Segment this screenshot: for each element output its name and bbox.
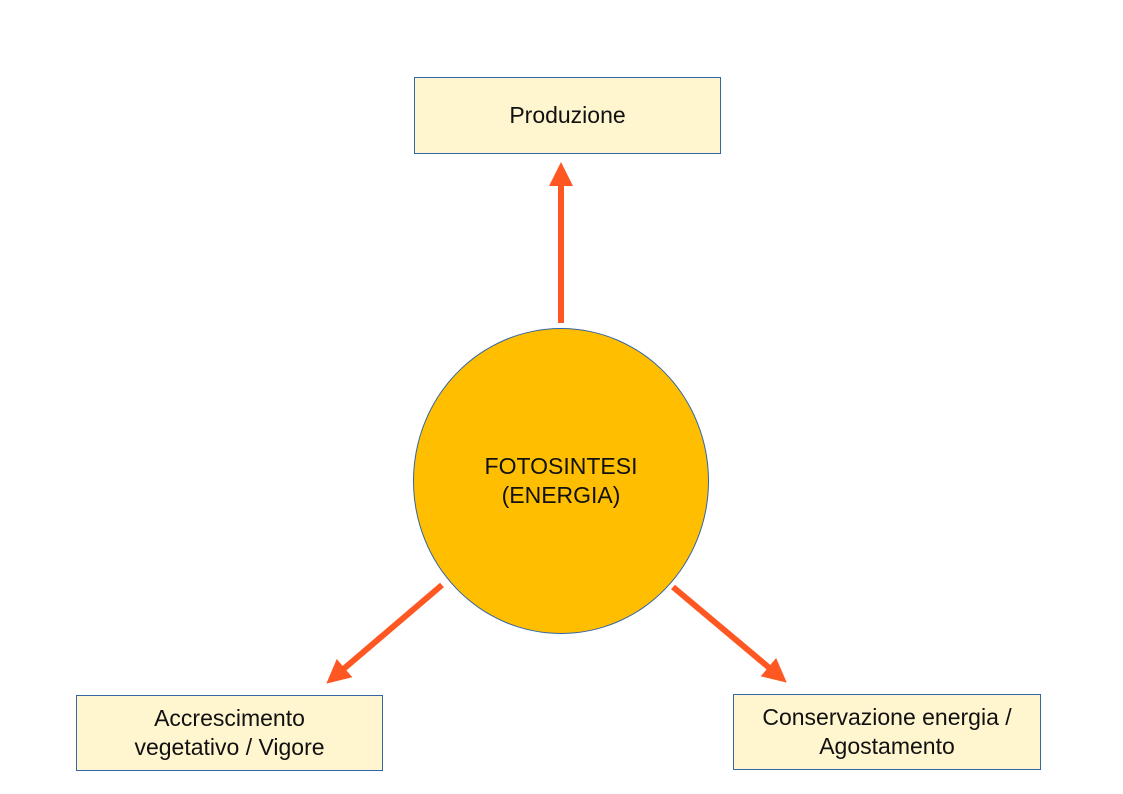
node-produzione-label: Produzione [509,102,626,128]
node-conservazione: Conservazione energia / Agostamento [733,694,1041,770]
node-accrescimento-line1: Accrescimento [154,705,305,731]
node-conservazione-line1: Conservazione energia / [762,704,1012,730]
center-label-line1: FOTOSINTESI [484,453,638,479]
center-label-line2: (ENERGIA) [501,482,621,508]
arrow-to-conservazione [671,584,787,683]
node-accrescimento: Accrescimento vegetativo / Vigore [76,695,383,771]
arrow-to-accrescimento [326,582,444,684]
node-accrescimento-line2: vegetativo / Vigore [134,734,325,760]
center-node-fotosintesi: FOTOSINTESI (ENERGIA) [413,328,709,634]
node-produzione: Produzione [414,77,721,154]
node-conservazione-line2: Agostamento [819,733,955,759]
